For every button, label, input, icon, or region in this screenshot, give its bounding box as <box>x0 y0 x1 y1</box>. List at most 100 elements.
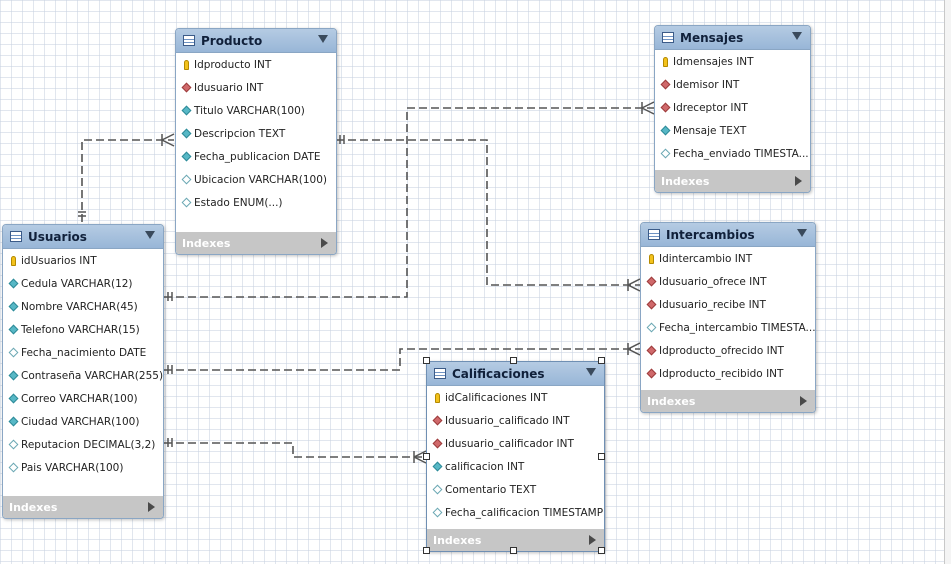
indexes-section[interactable]: Indexes <box>176 232 336 254</box>
column-label: Idreceptor INT <box>673 101 748 114</box>
resize-handle[interactable] <box>598 453 605 460</box>
column-list: idUsuarios INT Cedula VARCHAR(12) Nombre V… <box>3 249 163 479</box>
column-row[interactable]: Nombre VARCHAR(45) <box>3 295 163 318</box>
column-row[interactable]: Ciudad VARCHAR(100) <box>3 410 163 433</box>
column-row[interactable]: Idproducto_recibido INT <box>641 362 815 385</box>
many-marker <box>161 133 175 147</box>
column-row[interactable]: Idusuario_calificador INT <box>427 432 604 455</box>
collapse-arrow-icon[interactable] <box>792 32 802 40</box>
column-row[interactable]: Idmensajes INT <box>655 50 810 73</box>
not-null-column-icon <box>8 370 18 381</box>
indexes-section[interactable]: Indexes <box>655 170 810 192</box>
column-row[interactable]: Idreceptor INT <box>655 96 810 119</box>
indexes-section[interactable]: Indexes <box>3 496 163 518</box>
column-row[interactable]: Titulo VARCHAR(100) <box>176 99 336 122</box>
column-label: Nombre VARCHAR(45) <box>21 300 138 313</box>
column-row[interactable]: Idproducto_ofrecido INT <box>641 339 815 362</box>
column-row[interactable]: Idusuario INT <box>176 76 336 99</box>
column-row[interactable]: Telefono VARCHAR(15) <box>3 318 163 341</box>
column-row[interactable]: Contraseña VARCHAR(255) <box>3 364 163 387</box>
column-label: Mensaje TEXT <box>673 124 747 137</box>
not-null-column-icon <box>181 151 191 162</box>
column-row[interactable]: idCalificaciones INT <box>427 386 604 409</box>
table-icon <box>183 35 195 46</box>
collapse-arrow-icon[interactable] <box>145 231 155 239</box>
column-row[interactable]: Mensaje TEXT <box>655 119 810 142</box>
column-label: Cedula VARCHAR(12) <box>21 277 133 290</box>
column-label: Idproducto_recibido INT <box>659 367 784 380</box>
column-label: Reputacion DECIMAL(3,2) <box>21 438 156 451</box>
one-marker <box>167 292 173 301</box>
column-label: Idusuario_ofrece INT <box>659 275 767 288</box>
collapse-arrow-icon[interactable] <box>318 35 328 43</box>
column-row[interactable]: Idintercambio INT <box>641 247 815 270</box>
column-row[interactable]: Fecha_intercambio TIMESTA... <box>641 316 815 339</box>
indexes-label: Indexes <box>9 500 58 514</box>
column-label: Contraseña VARCHAR(255) <box>21 369 164 382</box>
expand-arrow-icon[interactable] <box>148 502 155 512</box>
column-row[interactable]: Comentario TEXT <box>427 478 604 501</box>
column-row[interactable]: idUsuarios INT <box>3 249 163 272</box>
table-header[interactable]: Intercambios <box>641 223 815 247</box>
one-marker <box>167 365 173 374</box>
resize-handle[interactable] <box>510 357 517 364</box>
table-icon <box>648 229 660 240</box>
collapse-arrow-icon[interactable] <box>797 229 807 237</box>
column-row[interactable]: Pais VARCHAR(100) <box>3 456 163 479</box>
column-row[interactable]: Fecha_calificacion TIMESTAMP <box>427 501 604 524</box>
indexes-section[interactable]: Indexes <box>641 390 815 412</box>
column-row[interactable]: Idproducto INT <box>176 53 336 76</box>
table-icon <box>434 368 446 379</box>
expand-arrow-icon[interactable] <box>795 176 802 186</box>
column-list: idCalificaciones INT Idusuario_calificado… <box>427 386 604 524</box>
primary-key-icon <box>181 59 191 70</box>
rel-usuarios-intercambios <box>164 348 640 371</box>
table-header[interactable]: Mensajes <box>655 26 810 50</box>
indexes-label: Indexes <box>661 174 710 188</box>
table-header[interactable]: Usuarios <box>3 225 163 249</box>
resize-handle[interactable] <box>423 357 430 364</box>
expand-arrow-icon[interactable] <box>321 238 328 248</box>
collapse-arrow-icon[interactable] <box>586 368 596 376</box>
table-header[interactable]: Calificaciones <box>427 362 604 386</box>
column-label: Idusuario_calificado INT <box>445 414 570 427</box>
column-row[interactable]: Idemisor INT <box>655 73 810 96</box>
table-calificaciones[interactable]: Calificaciones idCalificaciones INT Idusu… <box>426 361 605 552</box>
primary-key-icon <box>660 56 670 67</box>
expand-arrow-icon[interactable] <box>800 396 807 406</box>
column-row[interactable]: Fecha_publicacion DATE <box>176 145 336 168</box>
column-row[interactable]: Descripcion TEXT <box>176 122 336 145</box>
column-row[interactable]: Fecha_nacimiento DATE <box>3 341 163 364</box>
not-null-column-icon <box>8 416 18 427</box>
resize-handle[interactable] <box>423 547 430 554</box>
column-label: Idusuario_recibe INT <box>659 298 766 311</box>
column-row[interactable]: Fecha_enviado TIMESTA... <box>655 142 810 165</box>
column-row[interactable]: Ubicacion VARCHAR(100) <box>176 168 336 191</box>
column-row[interactable]: Idusuario_ofrece INT <box>641 270 815 293</box>
column-row[interactable]: calificacion INT <box>427 455 604 478</box>
table-usuarios[interactable]: Usuarios idUsuarios INT Cedula VARCHAR(12… <box>2 224 164 519</box>
column-row[interactable]: Idusuario_calificado INT <box>427 409 604 432</box>
column-row[interactable]: Idusuario_recibe INT <box>641 293 815 316</box>
expand-arrow-icon[interactable] <box>589 535 596 545</box>
rel-usuarios-producto <box>81 139 174 222</box>
many-marker <box>413 450 427 464</box>
resize-handle[interactable] <box>510 547 517 554</box>
column-label: Fecha_calificacion TIMESTAMP <box>445 506 604 519</box>
resize-handle[interactable] <box>423 453 430 460</box>
indexes-section[interactable]: Indexes <box>427 529 604 551</box>
table-header[interactable]: Producto <box>176 29 336 53</box>
resize-handle[interactable] <box>598 357 605 364</box>
table-intercambios[interactable]: Intercambios Idintercambio INT Idusuario_… <box>640 222 816 413</box>
table-name: Mensajes <box>680 30 744 45</box>
column-row[interactable]: Correo VARCHAR(100) <box>3 387 163 410</box>
table-name: Usuarios <box>28 229 87 244</box>
nullable-column-icon <box>181 197 191 208</box>
resize-handle[interactable] <box>598 547 605 554</box>
column-row[interactable]: Cedula VARCHAR(12) <box>3 272 163 295</box>
column-row[interactable]: Estado ENUM(...) <box>176 191 336 214</box>
column-row[interactable]: Reputacion DECIMAL(3,2) <box>3 433 163 456</box>
